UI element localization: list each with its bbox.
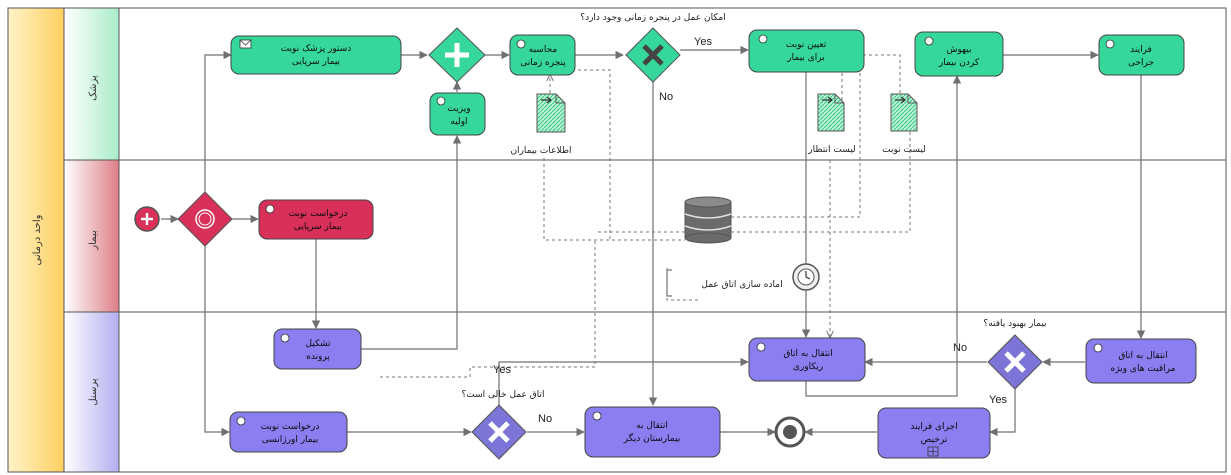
label-no-room: No [538,413,552,425]
svg-text:فرایند: فرایند [1130,45,1152,55]
svg-text:انتقال به اتاق: انتقال به اتاق [783,349,832,359]
svg-text:انتقال به: انتقال به [636,421,668,431]
svg-text:لیست نوبت: لیست نوبت [882,145,926,155]
lane-label-staff: پرسنل [88,378,99,405]
svg-text:بیهوش: بیهوش [946,45,971,55]
label-yes-room: Yes [493,364,511,376]
svg-text:اطلاعات بیماران: اطلاعات بیماران [510,146,571,156]
svg-text:ویزیت: ویزیت [447,104,470,114]
question-room: اتاق عمل خالی است؟ [462,390,545,400]
lane-label-physician: پزشک [88,75,99,101]
lane-header-staff [63,311,120,473]
svg-text:درخواست نوبت: درخواست نوبت [289,209,348,219]
pool-header [7,7,65,473]
svg-text:دستور پزشک نوبت: دستور پزشک نوبت [281,44,352,54]
svg-text:اولیه: اولیه [450,117,467,127]
svg-text:تعیین نوبت: تعیین نوبت [786,40,827,50]
task-transfer-icu: انتقال به اتاق مراقبت های ویژه [1085,338,1197,384]
svg-text:اجرای فرایند: اجرای فرایند [910,422,957,432]
text-annotation: اماده سازی اتاق عمل [666,269,783,297]
task-outpatient-request: درخواست نوبت بیمار سرپایی [258,199,374,240]
room-xor-gateway [471,404,527,460]
lane-label-patient: بیمار [88,230,99,250]
task-file-creation: تشکیل پرونده [273,328,362,370]
svg-text:انتقال به اتاق: انتقال به اتاق [1118,351,1167,361]
svg-text:تشکیل: تشکیل [305,339,331,349]
pool-label: واحد درمانی [32,214,43,265]
task-calc-window: محاسبه پنجره زمانی [509,34,576,76]
timer-event [792,263,820,291]
svg-text:پنجره زمانی: پنجره زمانی [520,58,566,68]
svg-text:بیمار سرپایی: بیمار سرپایی [292,57,340,67]
svg-text:ترخیص: ترخیص [921,435,948,445]
task-first-visit: ویزیت اولیه [429,92,486,136]
svg-text:بیمارستان دیگر: بیمارستان دیگر [623,432,680,444]
svg-text:جراحی: جراحی [1128,58,1154,68]
task-discharge: اجرای فرایند ترخیص [877,407,991,459]
task-anesthesia: بیهوش کردن بیمار [914,31,1004,77]
window-xor-gateway [625,27,681,83]
task-emergency-request: درخواست نوبت بیمار اورژانسی [229,411,348,453]
task-assign-slot: تعیین نوبت برای بیمار [748,29,865,73]
svg-text:محاسبه: محاسبه [529,45,558,55]
data-object-waiting-list: لیست انتظار [807,93,856,155]
svg-text:اماده سازی اتاق عمل: اماده سازی اتاق عمل [701,280,782,290]
label-yes-recovered: Yes [989,394,1007,406]
svg-text:بیمار اورژانسی: بیمار اورژانسی [262,435,318,445]
data-object-slot-list: لیست نوبت [882,93,926,155]
svg-text:پرونده: پرونده [306,352,330,362]
parallel-gateway [428,27,486,83]
question-recovered: بیمار بهبود یافته؟ [983,319,1046,329]
end-event [774,416,806,448]
label-no-window: No [659,91,673,103]
svg-text:ریکاوری: ریکاوری [793,362,823,372]
svg-text:برای بیمار: برای بیمار [786,53,824,63]
svg-text:بیمار سرپایی: بیمار سرپایی [294,222,342,232]
task-surgery: فرایند جراحی [1098,34,1185,76]
svg-text:درخواست نوبت: درخواست نوبت [261,422,320,432]
data-object-patient-info: اطلاعات بیماران [510,93,572,156]
task-doctor-order: دستور پزشک نوبت بیمار سرپایی [230,35,402,75]
label-no-recovered: No [953,342,967,354]
data-store-icon [684,196,732,244]
svg-text:لیست انتظار: لیست انتظار [807,145,855,155]
label-yes-window: Yes [694,36,712,48]
event-gateway [177,191,233,247]
lane-header-physician [63,7,120,161]
recovered-xor-gateway [987,334,1043,390]
start-event [134,206,160,232]
task-transfer-other-hospital: انتقال به بیمارستان دیگر [584,406,721,458]
task-transfer-recovery: انتقال به اتاق ریکاوری [748,337,866,382]
question-window: امکان عمل در پنجره زمانی وجود دارد؟ [580,13,725,23]
svg-text:مراقبت های ویژه: مراقبت های ویژه [1111,364,1176,374]
svg-text:کردن بیمار: کردن بیمار [938,58,980,68]
